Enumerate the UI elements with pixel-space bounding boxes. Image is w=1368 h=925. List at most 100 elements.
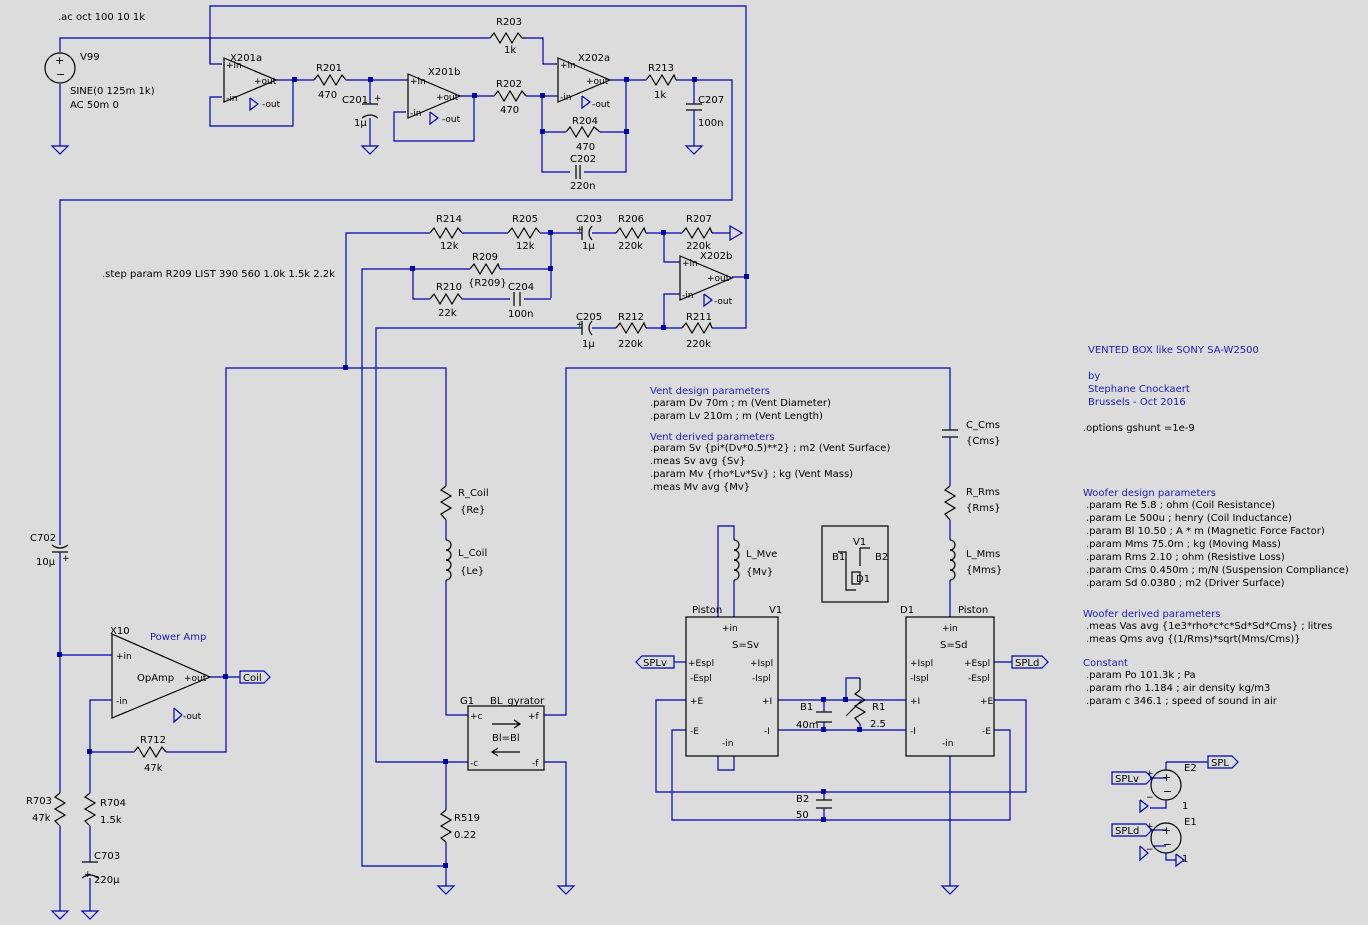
spld-net-text: SPLd bbox=[1015, 658, 1039, 669]
schematic-title: VENTED BOX like SONY SA-W2500 bbox=[1088, 345, 1259, 356]
c703-label: C703 bbox=[94, 851, 120, 862]
resistor-r519[interactable]: R519 0.22 bbox=[439, 809, 480, 843]
resistor-r203[interactable]: R203 1k bbox=[489, 17, 526, 56]
legend-d1: D1 bbox=[856, 574, 870, 585]
resistor-r-coil[interactable]: R_Coil {Re} bbox=[439, 485, 489, 521]
v1-pin-im: -I bbox=[764, 727, 770, 737]
net-label-spld-right[interactable]: SPLd bbox=[1011, 655, 1049, 669]
resistor-r207[interactable]: R207 220k bbox=[681, 214, 744, 252]
gyrator-g1[interactable]: G1 BL_gyrator +c -c +f -f Bl=Bl bbox=[460, 696, 545, 771]
x202b-pin-in: +in bbox=[682, 259, 698, 269]
author: Stephane Cnockaert bbox=[1088, 384, 1190, 395]
svg-text:+: + bbox=[374, 94, 382, 104]
resistor-r213[interactable]: R213 1k bbox=[645, 63, 677, 101]
x10-label: X10 bbox=[110, 626, 130, 637]
g1-pin-fm: -f bbox=[532, 759, 539, 769]
v1-equation: S=Sv bbox=[732, 640, 759, 651]
resistor-r210[interactable]: R210 22k bbox=[429, 282, 463, 319]
capacitor-c703[interactable]: + C703 220µ bbox=[81, 851, 120, 886]
resistor-r201[interactable]: R201 470 bbox=[313, 63, 347, 101]
resistor-r1[interactable]: R1 2.5 bbox=[845, 678, 886, 730]
woofer-derived-line: .meas Qms avg {(1/Rms)*sqrt(Mms/Cms)} bbox=[1086, 634, 1301, 645]
inductor-l-coil[interactable]: L_Coil {Le} bbox=[445, 539, 487, 581]
capacitor-c203[interactable]: + C203 1µ bbox=[576, 214, 602, 252]
capacitor-c-cms[interactable]: C_Cms {Cms} bbox=[942, 420, 1001, 447]
resistor-r704[interactable]: R704 1.5k bbox=[83, 792, 126, 827]
resistor-r-rms[interactable]: R_Rms {Rms} bbox=[943, 485, 1001, 521]
r205-label: R205 bbox=[512, 214, 538, 225]
junctions bbox=[57, 77, 862, 868]
resistor-r211[interactable]: R211 220k bbox=[681, 312, 713, 350]
svg-text:+: + bbox=[1162, 771, 1171, 784]
capacitor-b1[interactable]: B1 40m bbox=[796, 702, 832, 731]
resistor-r204[interactable]: R204 470 bbox=[565, 116, 601, 153]
net-label-spl[interactable]: SPL bbox=[1207, 755, 1239, 769]
vcvs-e2[interactable]: + − + − E2 1 bbox=[1146, 763, 1197, 812]
c205-value: 1µ bbox=[582, 339, 595, 350]
capacitor-b2[interactable]: B2 50 bbox=[796, 794, 832, 821]
resistor-r209[interactable]: R209 {R209} bbox=[468, 252, 507, 289]
x201a-label: X201a bbox=[230, 53, 262, 64]
piston-v1[interactable]: Piston V1 S=Sv +in -in +Espl -Espl +E -E… bbox=[685, 605, 782, 757]
woofer-design-line: .param Sd 0.0380 ; m2 (Driver Surface) bbox=[1086, 578, 1285, 589]
svg-text:+: + bbox=[1162, 824, 1171, 837]
b1-value: 40m bbox=[796, 720, 818, 731]
inductor-l-mve[interactable]: L_Mve {Mv} bbox=[733, 539, 777, 581]
resistor-r212[interactable]: R212 220k bbox=[615, 312, 647, 350]
x201a-pin-in: +in bbox=[226, 61, 242, 71]
x201b-pin-out: +out bbox=[436, 93, 459, 103]
piston-d1[interactable]: D1 Piston S=Sd +in -in +Ispl -Ispl +I -I… bbox=[900, 605, 995, 757]
woofer-derived-heading: Woofer derived parameters bbox=[1083, 609, 1221, 620]
e2-label: E2 bbox=[1184, 763, 1197, 774]
net-label-splv-e2[interactable]: SPLv bbox=[1111, 771, 1153, 785]
coil-net-text: Coil bbox=[243, 673, 262, 684]
ac-directive: .ac oct 100 10 1k bbox=[58, 12, 145, 23]
svg-text:+: + bbox=[576, 225, 584, 235]
r202-label: R202 bbox=[496, 79, 522, 90]
resistor-r712[interactable]: R712 47k bbox=[133, 735, 167, 774]
opamp-x202b[interactable]: X202b +in -in +out -out bbox=[679, 251, 733, 308]
c201-label: C201 bbox=[342, 95, 368, 106]
r-coil-label: R_Coil bbox=[458, 488, 489, 499]
net-label-coil[interactable]: Coil bbox=[239, 670, 271, 684]
d1-type: Piston bbox=[958, 605, 988, 616]
resistor-r214[interactable]: R214 12k bbox=[429, 214, 463, 252]
x202a-label: X202a bbox=[578, 53, 610, 64]
voltage-source-v99[interactable]: + − V99 SINE(0 125m 1k) AC 50m 0 bbox=[44, 52, 155, 111]
e1-value: 1 bbox=[1182, 854, 1188, 865]
x202a-pin-out: +out bbox=[586, 77, 609, 87]
capacitor-c702[interactable]: + C702 10µ bbox=[30, 533, 70, 568]
capacitor-c202[interactable]: C202 220n bbox=[570, 154, 596, 192]
capacitor-c205[interactable]: + C205 1µ bbox=[576, 312, 602, 350]
c204-value: 100n bbox=[508, 309, 533, 320]
opamp-x10[interactable]: X10 Power Amp OpAmp +in -in +out -out bbox=[110, 626, 212, 724]
x202a-pin-nout: -out bbox=[592, 100, 611, 110]
woofer-design-line: .param Re 5.8 ; ohm (Coil Resistance) bbox=[1086, 500, 1275, 511]
capacitor-c201[interactable]: + C201 1µ bbox=[342, 94, 382, 129]
opamp-x201b[interactable]: X201b +in -in +out -out bbox=[407, 67, 461, 126]
v1-pin-ep: +E bbox=[690, 697, 704, 707]
net-label-splv-left[interactable]: SPLv bbox=[635, 655, 675, 669]
capacitor-c207[interactable]: C207 100n bbox=[686, 95, 724, 129]
opamp-x201a[interactable]: X201a +in -in +out -out bbox=[223, 53, 281, 112]
vent-design-line: .param Dv 70m ; m (Vent Diameter) bbox=[650, 398, 831, 409]
r211-value: 220k bbox=[686, 339, 711, 350]
net-label-spld-e1[interactable]: SPLd bbox=[1111, 823, 1153, 837]
x201a-pin-nout: -out bbox=[262, 100, 281, 110]
x201b-pin-nout: -out bbox=[442, 115, 461, 125]
opamp-x202a[interactable]: X202a +in -in +out -out bbox=[557, 53, 611, 110]
r204-label: R204 bbox=[572, 116, 598, 127]
resistor-r703[interactable]: R703 47k bbox=[26, 792, 67, 827]
inductor-l-mms[interactable]: L_Mms {Mms} bbox=[949, 539, 1002, 581]
vent-derived-line: .meas Sv avg {Sv} bbox=[650, 456, 746, 467]
d1-pin-nin: -in bbox=[942, 739, 953, 749]
resistor-r205[interactable]: R205 12k bbox=[507, 214, 541, 252]
resistor-r206[interactable]: R206 220k bbox=[615, 214, 647, 252]
power-amp-title: Power Amp bbox=[150, 632, 206, 643]
resistor-r202[interactable]: R202 470 bbox=[493, 79, 527, 116]
l-coil-label: L_Coil bbox=[458, 548, 487, 559]
x201b-pin-in: +in bbox=[410, 77, 426, 87]
capacitor-c204[interactable]: C204 100n bbox=[508, 282, 534, 320]
v1-pin-in: +in bbox=[722, 624, 738, 634]
svg-text:+: + bbox=[55, 54, 64, 67]
